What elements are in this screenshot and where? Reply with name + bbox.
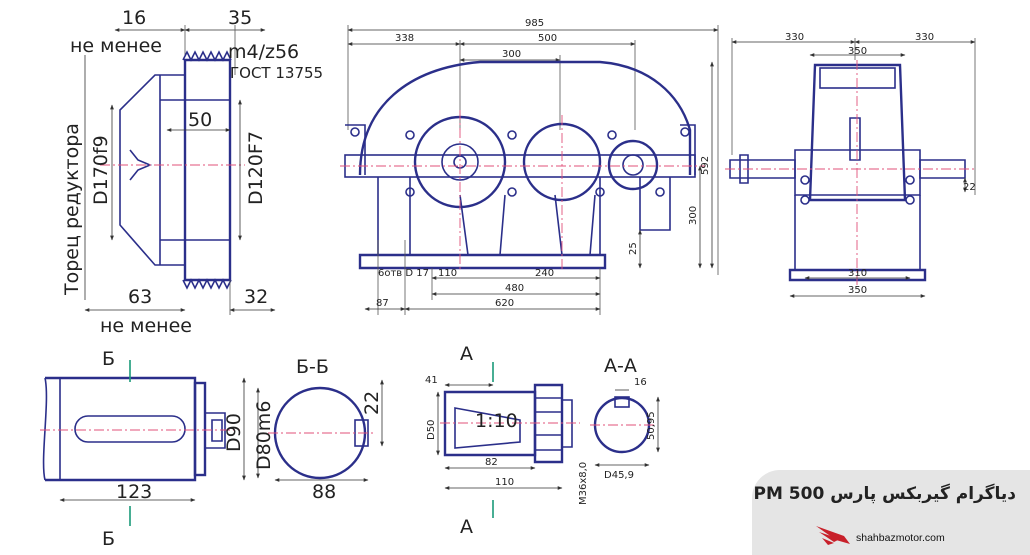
face-label: Торец редуктора bbox=[61, 123, 83, 296]
dim-350-top: 350 bbox=[848, 46, 867, 57]
dim-330-right: 330 bbox=[915, 32, 934, 43]
section-a-bottom: А bbox=[460, 516, 473, 538]
dim-620: 620 bbox=[495, 298, 514, 309]
dim-985: 985 bbox=[525, 18, 544, 29]
dim-22-key: 22 bbox=[361, 391, 383, 415]
dim-300-top: 300 bbox=[502, 49, 521, 60]
dim-350-bottom: 350 bbox=[848, 285, 867, 296]
dim-35: 35 bbox=[228, 7, 252, 29]
section-aa-title: А-А bbox=[604, 355, 637, 377]
dim-d45-9: D45,9 bbox=[604, 470, 634, 481]
dim-16-key: 16 bbox=[634, 377, 647, 388]
dim-16: 16 bbox=[122, 7, 146, 29]
dim-330-left: 330 bbox=[785, 32, 804, 43]
dim-d120f7: D120F7 bbox=[245, 131, 267, 205]
dim-592: 592 bbox=[700, 156, 711, 175]
section-b-top: Б bbox=[102, 348, 115, 370]
dim-338: 338 bbox=[395, 33, 414, 44]
dim-87: 87 bbox=[376, 298, 389, 309]
section-aa-view bbox=[590, 389, 660, 467]
dim-32: 32 bbox=[244, 286, 268, 308]
dim-d170f9: D170f9 bbox=[90, 135, 112, 205]
dim-110: 110 bbox=[438, 268, 457, 279]
dim-50: 50 bbox=[188, 109, 212, 131]
dim-d50: D50 bbox=[426, 420, 437, 440]
dim-d90: D90 bbox=[223, 413, 245, 452]
dim-50-95: 50,95 bbox=[646, 411, 657, 440]
section-b-bottom: Б bbox=[102, 528, 115, 550]
hole-label: 6отв D 17 bbox=[378, 268, 429, 279]
shaft-end-view bbox=[84, 25, 276, 315]
thread-label: М36х8,0 bbox=[578, 462, 589, 505]
dim-310: 310 bbox=[848, 268, 867, 279]
dim-110-shaft: 110 bbox=[495, 477, 514, 488]
dim-63: 63 bbox=[128, 286, 152, 308]
wing-logo-icon bbox=[816, 526, 850, 545]
shaft-b-view bbox=[40, 360, 246, 526]
dim-500: 500 bbox=[538, 33, 557, 44]
section-a-top: А bbox=[460, 343, 473, 365]
taper-label: 1:10 bbox=[475, 410, 518, 432]
dim-123: 123 bbox=[116, 481, 152, 503]
note-min-bottom: не менее bbox=[100, 315, 192, 337]
dim-41: 41 bbox=[425, 375, 438, 386]
spline-label: m4/z56 bbox=[228, 41, 299, 63]
note-min-top: не менее bbox=[70, 35, 162, 57]
shaft-a-view bbox=[436, 362, 580, 518]
caption-title: دیاگرام گیربکس پارس PM 500 bbox=[753, 484, 1017, 504]
website-label[interactable]: shahbazmotor.com bbox=[856, 532, 945, 544]
caption-panel: دیاگرام گیربکس پارس PM 500 shahbazmotor.… bbox=[752, 470, 1030, 555]
dim-240: 240 bbox=[535, 268, 554, 279]
section-bb-view bbox=[256, 379, 384, 482]
dim-82: 82 bbox=[485, 457, 498, 468]
dim-d80m6: D80m6 bbox=[253, 401, 275, 470]
section-bb-title: Б-Б bbox=[296, 356, 329, 378]
dim-88: 88 bbox=[312, 481, 336, 503]
dim-300-height: 300 bbox=[688, 206, 699, 225]
front-view bbox=[340, 25, 719, 315]
dim-480: 480 bbox=[505, 283, 524, 294]
standard-label: ГОСТ 13755 bbox=[230, 64, 323, 82]
dim-22-side: 22 bbox=[963, 182, 976, 193]
dim-25: 25 bbox=[628, 242, 639, 255]
side-view bbox=[725, 38, 976, 298]
